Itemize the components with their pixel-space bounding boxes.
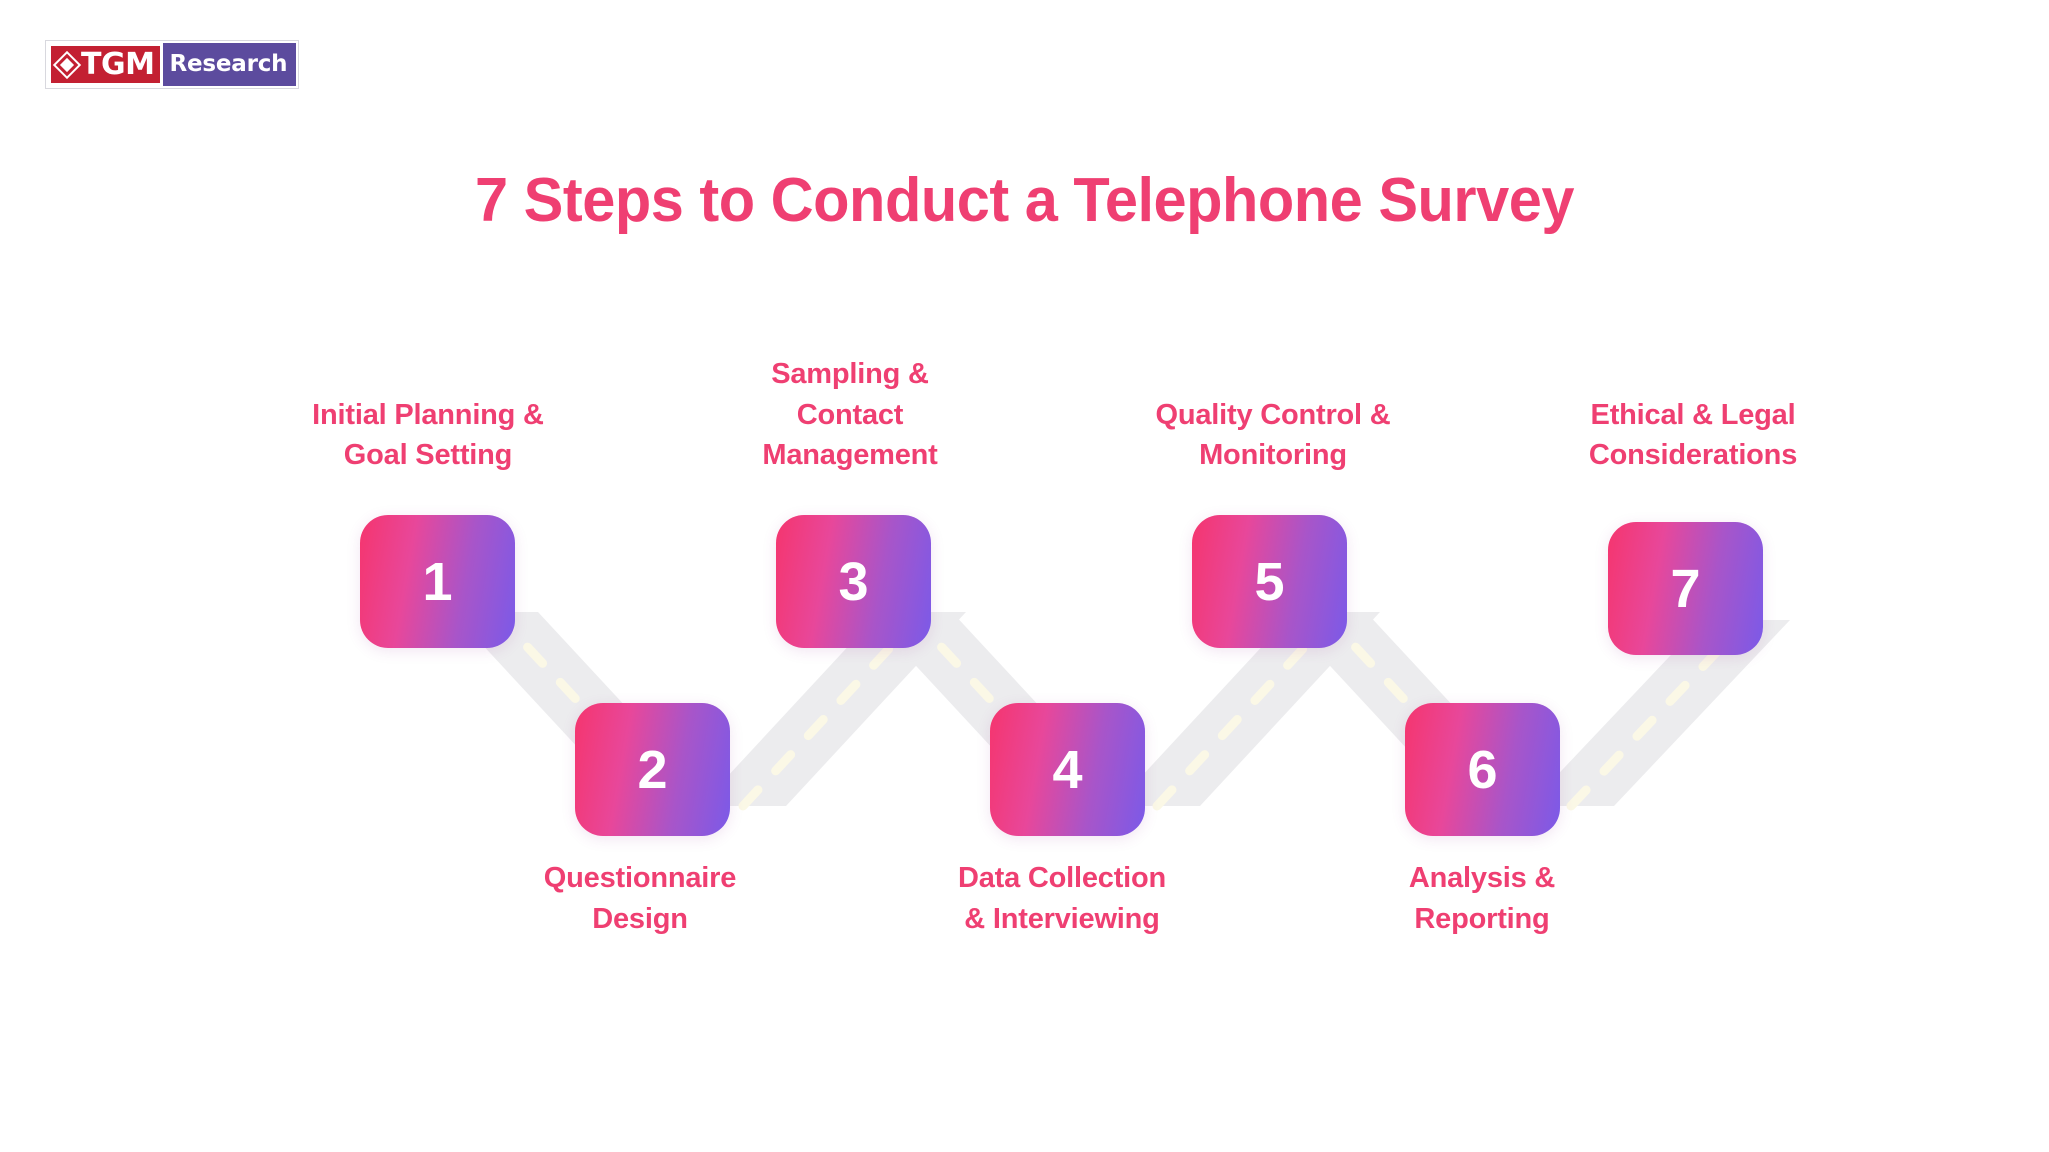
step-box-2[interactable]: 2 — [575, 703, 730, 836]
step-box-7[interactable]: 7 — [1608, 522, 1763, 655]
step-box-3[interactable]: 3 — [776, 515, 931, 648]
diamond-icon — [52, 50, 82, 79]
logo-research-text: Research — [169, 51, 288, 77]
step-label-4: Data Collection& Interviewing — [957, 862, 1167, 935]
logo-red-block: TGM — [48, 43, 164, 86]
step-label-5: Quality Control &Monitoring — [1155, 398, 1391, 472]
step-label-1: Initial Planning &Goal Setting — [312, 398, 544, 472]
step-box-6[interactable]: 6 — [1405, 703, 1560, 836]
page-title: 7 Steps to Conduct a Telephone Survey — [474, 166, 1574, 235]
tgm-research-logo: TGM Research — [46, 41, 299, 88]
step-label-6: Analysis &Reporting — [1408, 862, 1556, 935]
step-box-1[interactable]: 1 — [360, 515, 515, 648]
step-box-4[interactable]: 4 — [990, 703, 1145, 836]
logo-purple-block: Research — [163, 43, 297, 86]
logo-tgm-text: TGM — [81, 46, 155, 82]
step-box-5[interactable]: 5 — [1192, 515, 1347, 648]
